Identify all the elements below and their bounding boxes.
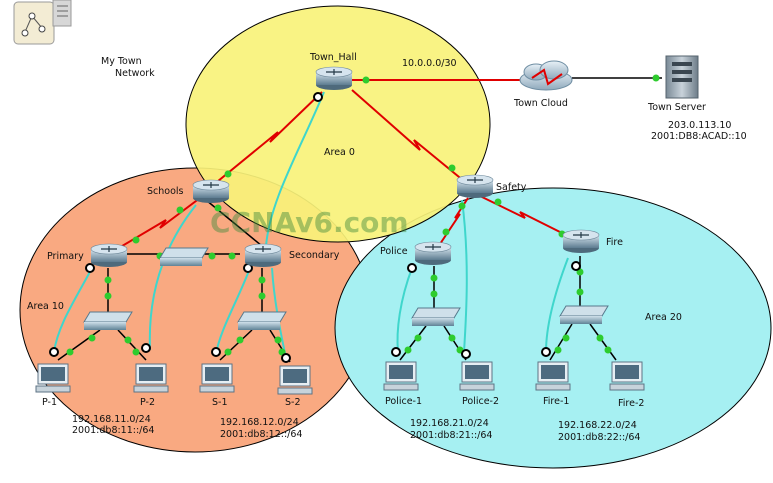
switch-primary[interactable] [83,311,133,330]
serial-link-safety-fire [479,195,581,243]
crossover-primary-p1 [53,267,93,353]
subnet-secondary-ipv4: 192.168.12.0/24 [220,417,299,428]
pc-police1-label: Police-1 [385,396,422,407]
server-label: Town Server [647,102,706,113]
subnet-fire-ipv6: 2001:db8:22::/64 [558,432,640,443]
pc-fire2-label: Fire-2 [618,398,644,409]
logical-view-icon[interactable] [13,0,72,45]
pc-police2-label: Police-2 [462,396,499,407]
pc-s2[interactable] [277,365,313,395]
router-primary[interactable] [90,243,128,267]
watermark-text: CCNAv6.com [210,206,409,239]
subnet-fire-ipv4: 192.168.22.0/24 [558,420,637,431]
subnet-secondary-ipv6: 2001:db8:12::/64 [220,429,302,440]
router-secondary-label: Secondary [289,250,340,261]
router-town-hall[interactable] [315,66,353,90]
crossover-secondary-s1 [215,267,251,355]
router-safety[interactable] [456,174,494,198]
pc-s1-label: S-1 [212,397,228,408]
port-down-indicators [49,92,581,363]
serial-link-townhall-safety [351,89,471,187]
subnet-police-ipv6: 2001:db8:21::/64 [410,430,492,441]
serial-link-townhall-schools [211,91,323,187]
subnet-primary-ipv6: 2001:db8:11::/64 [72,425,154,436]
area-0-label: Area 0 [324,147,355,158]
pc-fire2[interactable] [609,361,645,391]
crossover-fire-fire1 [545,257,569,353]
area-10-label: Area 10 [27,301,64,312]
cloud-icon[interactable] [519,60,573,91]
crossover-townhall-secondary [265,91,325,247]
pc-police2[interactable] [459,361,495,391]
router-fire-label: Fire [606,237,623,248]
router-police[interactable] [414,241,452,265]
crossover-schools-p2 [148,204,197,351]
area-20-label: Area 20 [645,312,682,323]
cloud-label: Town Cloud [513,98,568,109]
pc-p2[interactable] [133,363,169,393]
pc-fire1-label: Fire-1 [543,396,569,407]
area-0-zone [185,5,491,243]
router-safety-label: Safety [496,182,527,193]
router-police-label: Police [380,246,408,257]
router-schools-label: Schools [147,186,184,197]
switch-police[interactable] [411,307,461,326]
crossover-safety-police2 [461,199,468,353]
pc-police1[interactable] [383,361,419,391]
pc-s2-label: S-2 [285,397,301,408]
router-schools[interactable] [192,179,230,203]
server-ipv6: 2001:DB8:ACAD::10 [651,131,747,142]
switch-secondary[interactable] [237,311,287,330]
router-town-hall-label: Town_Hall [309,52,357,63]
server-icon[interactable] [665,55,699,99]
diagram-title-line2: Network [115,68,155,79]
router-fire[interactable] [562,229,600,253]
switch-schools-core[interactable] [159,247,209,266]
subnet-primary-ipv4: 192.168.11.0/24 [72,414,151,425]
pc-fire1[interactable] [535,361,571,391]
pc-p2-label: P-2 [140,397,155,408]
router-secondary[interactable] [244,243,282,267]
server-ipv4: 203.0.113.10 [668,120,731,131]
switch-fire[interactable] [559,305,609,324]
wan-network-label: 10.0.0.0/30 [402,58,457,69]
crossover-police-police1 [396,267,413,353]
subnet-police-ipv4: 192.168.21.0/24 [410,418,489,429]
pc-p1-label: P-1 [42,397,57,408]
router-primary-label: Primary [47,251,84,262]
diagram-title-line1: My Town [101,56,142,67]
pc-s1[interactable] [199,363,235,393]
pc-p1[interactable] [35,363,71,393]
